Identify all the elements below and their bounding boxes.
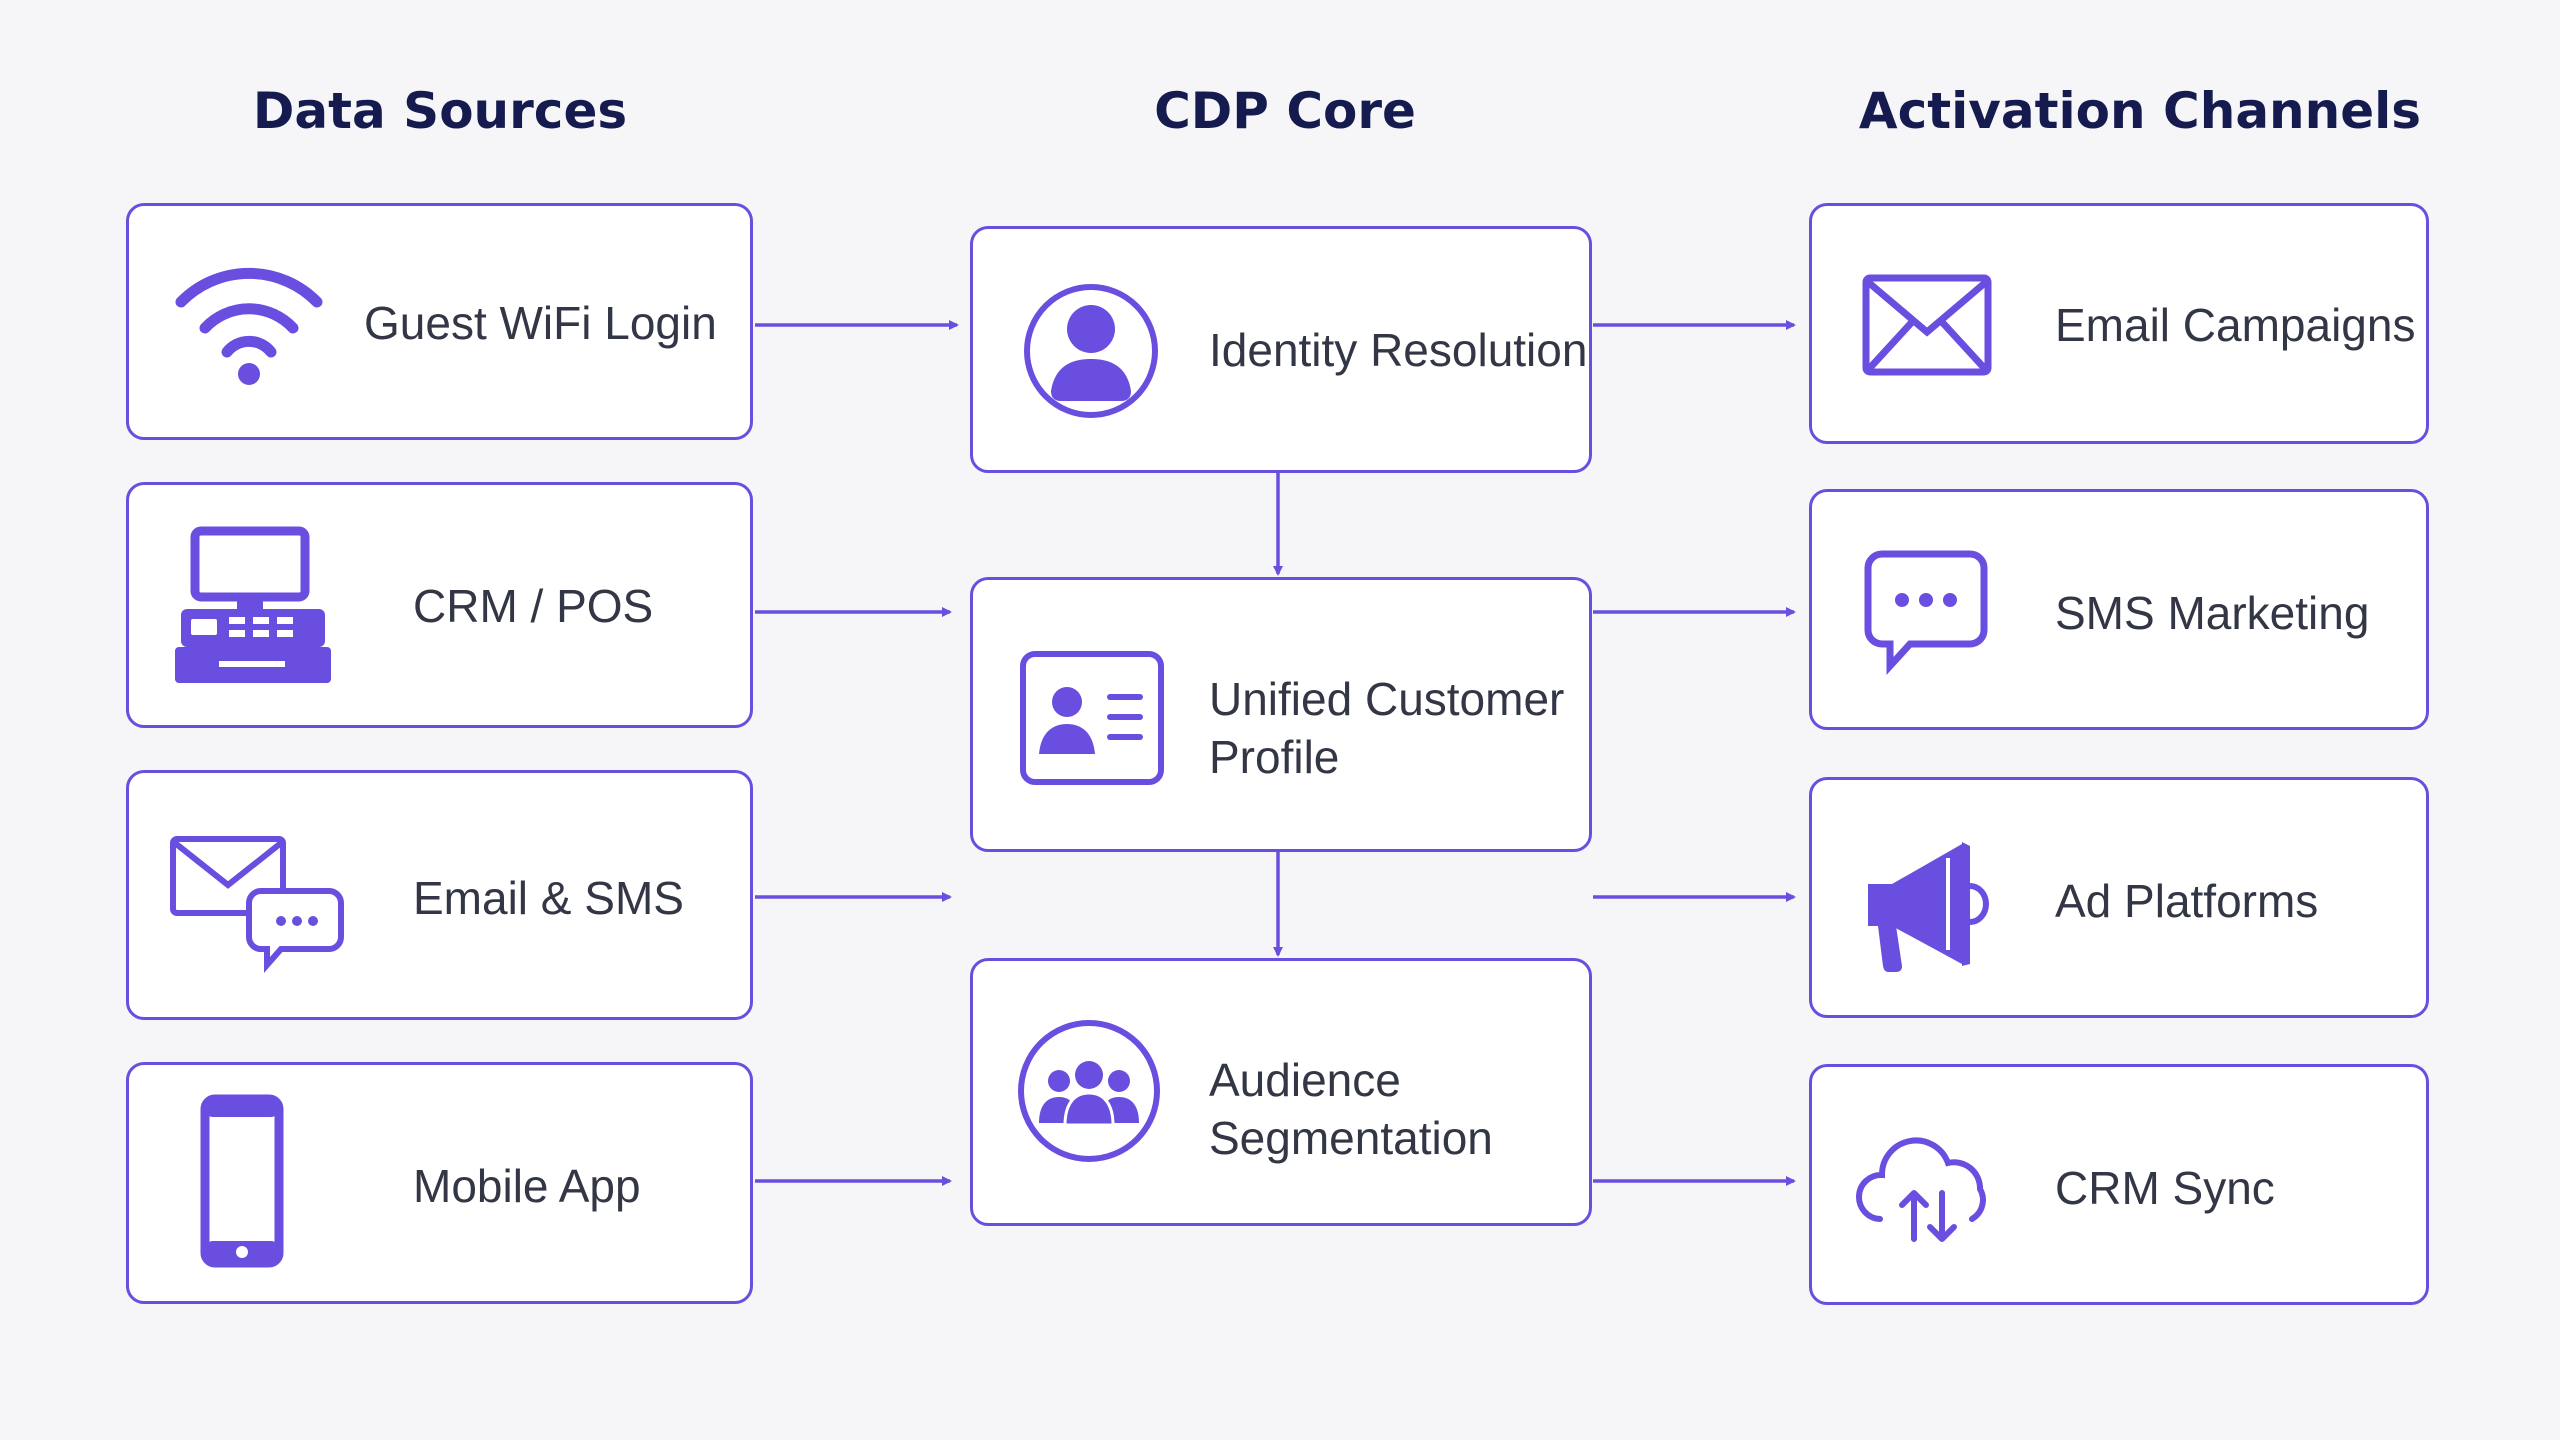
core-label-identity-resolution: Identity Resolution bbox=[1209, 324, 1588, 376]
source-label-email-sms: Email & SMS bbox=[413, 872, 684, 924]
source-box-crm-pos: CRM / POS bbox=[126, 482, 753, 728]
channel-label-sms-marketing: SMS Marketing bbox=[2055, 587, 2370, 639]
channel-box-email-campaigns: Email Campaigns bbox=[1809, 203, 2429, 444]
core-box-unified-customer-profile: Unified Customer Profile bbox=[970, 577, 1592, 852]
chat-bubble-icon bbox=[1864, 550, 1988, 676]
channel-box-crm-sync: CRM Sync bbox=[1809, 1064, 2429, 1305]
envelope-icon bbox=[1862, 274, 1992, 376]
source-label-crm-pos: CRM / POS bbox=[413, 580, 654, 632]
core-label-audience-segmentation-line2: Segmentation bbox=[1209, 1112, 1493, 1164]
source-label-guest-wifi: Guest WiFi Login bbox=[364, 297, 717, 349]
group-icon bbox=[1018, 1020, 1160, 1162]
source-label-mobile-app: Mobile App bbox=[413, 1160, 641, 1212]
core-box-identity-resolution: Identity Resolution bbox=[970, 226, 1592, 473]
core-label-audience-segmentation-line1: Audience bbox=[1209, 1054, 1401, 1106]
column-title-data-sources: Data Sources bbox=[252, 82, 628, 140]
core-box-audience-segmentation: Audience Segmentation bbox=[970, 958, 1592, 1226]
id-card-icon bbox=[1020, 651, 1164, 785]
channel-label-email-campaigns: Email Campaigns bbox=[2055, 299, 2416, 351]
pos-terminal-icon bbox=[175, 526, 331, 683]
user-circle-icon bbox=[1024, 284, 1158, 418]
cloud-sync-icon bbox=[1856, 1137, 1986, 1242]
mobile-phone-icon bbox=[200, 1094, 284, 1268]
wifi-icon bbox=[175, 267, 323, 385]
source-box-guest-wifi: Guest WiFi Login bbox=[126, 203, 753, 440]
column-title-activation-channels: Activation Channels bbox=[1858, 82, 2422, 140]
channel-label-ad-platforms: Ad Platforms bbox=[2055, 875, 2319, 927]
channel-label-crm-sync: CRM Sync bbox=[2055, 1162, 2275, 1214]
column-title-cdp-core: CDP Core bbox=[1154, 82, 1416, 140]
source-box-mobile-app: Mobile App bbox=[126, 1062, 753, 1304]
core-label-unified-customer-profile-line2: Profile bbox=[1209, 731, 1340, 783]
channel-box-ad-platforms: Ad Platforms bbox=[1809, 777, 2429, 1018]
email-chat-icon bbox=[170, 836, 344, 973]
channel-box-sms-marketing: SMS Marketing bbox=[1809, 489, 2429, 730]
core-label-unified-customer-profile-line1: Unified Customer bbox=[1209, 673, 1565, 725]
megaphone-icon bbox=[1868, 842, 1989, 972]
source-box-email-sms: Email & SMS bbox=[126, 770, 753, 1020]
